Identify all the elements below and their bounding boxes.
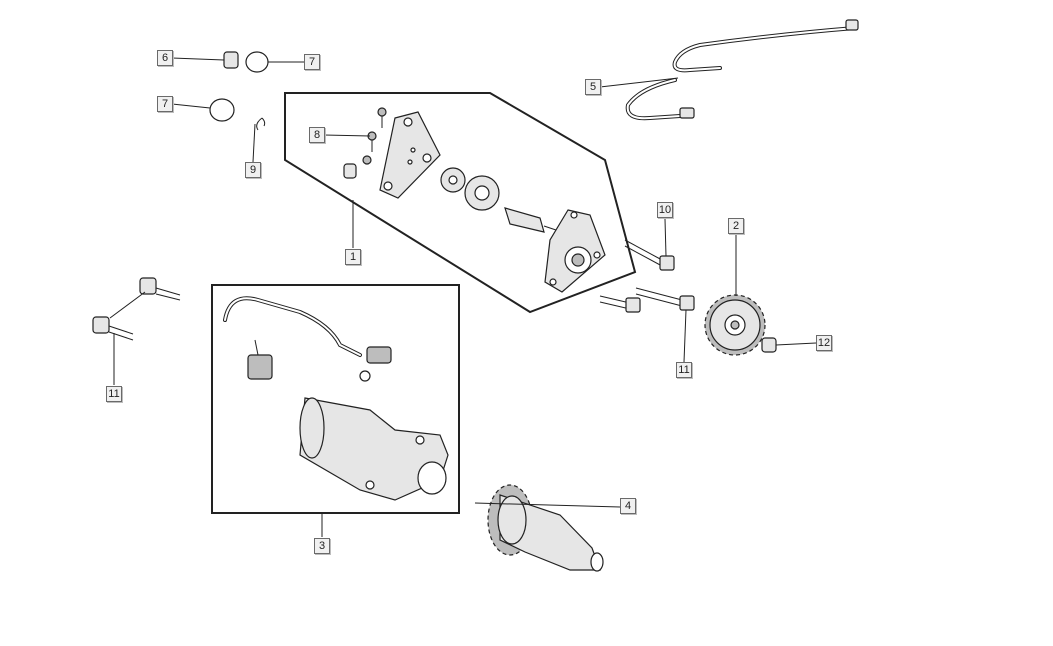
sprocket-part-2 — [704, 294, 766, 356]
clip-part-9 — [256, 117, 266, 131]
o-ring-part-7-left — [209, 98, 235, 122]
callout-10[interactable]: 10 — [657, 202, 673, 218]
callout-1[interactable]: 1 — [345, 249, 361, 265]
callout-7-left[interactable]: 7 — [157, 96, 173, 112]
callout-4[interactable]: 4 — [620, 498, 636, 514]
callout-9[interactable]: 9 — [245, 162, 261, 178]
callout-7-top[interactable]: 7 — [304, 54, 320, 70]
starter-clutch-part-4 — [487, 484, 604, 572]
nut-part-12 — [761, 337, 777, 353]
screws-part-8 — [343, 107, 387, 179]
bolt-part-10 — [624, 239, 675, 271]
cable-part-5 — [625, 19, 859, 121]
shaft — [504, 207, 557, 233]
group-1-boundary — [284, 92, 637, 314]
bolt-part-11-right — [599, 287, 695, 313]
bracket-plate — [379, 111, 441, 199]
leader-lines — [113, 57, 817, 537]
rear-housing — [544, 209, 606, 293]
callout-3[interactable]: 3 — [314, 538, 330, 554]
callout-11-left[interactable]: 11 — [106, 386, 122, 402]
bolts-part-11-left — [92, 277, 181, 341]
callout-5[interactable]: 5 — [585, 79, 601, 95]
callout-8[interactable]: 8 — [309, 127, 325, 143]
callout-12[interactable]: 12 — [816, 335, 832, 351]
group-3-boundary — [211, 284, 460, 514]
cap-part-6 — [223, 51, 239, 69]
starter-motor-part-3 — [223, 296, 449, 501]
o-ring-part-7-top — [245, 51, 269, 73]
callout-11-right[interactable]: 11 — [676, 362, 692, 378]
damper-gear — [440, 167, 500, 211]
callout-6[interactable]: 6 — [157, 50, 173, 66]
callout-2[interactable]: 2 — [728, 218, 744, 234]
